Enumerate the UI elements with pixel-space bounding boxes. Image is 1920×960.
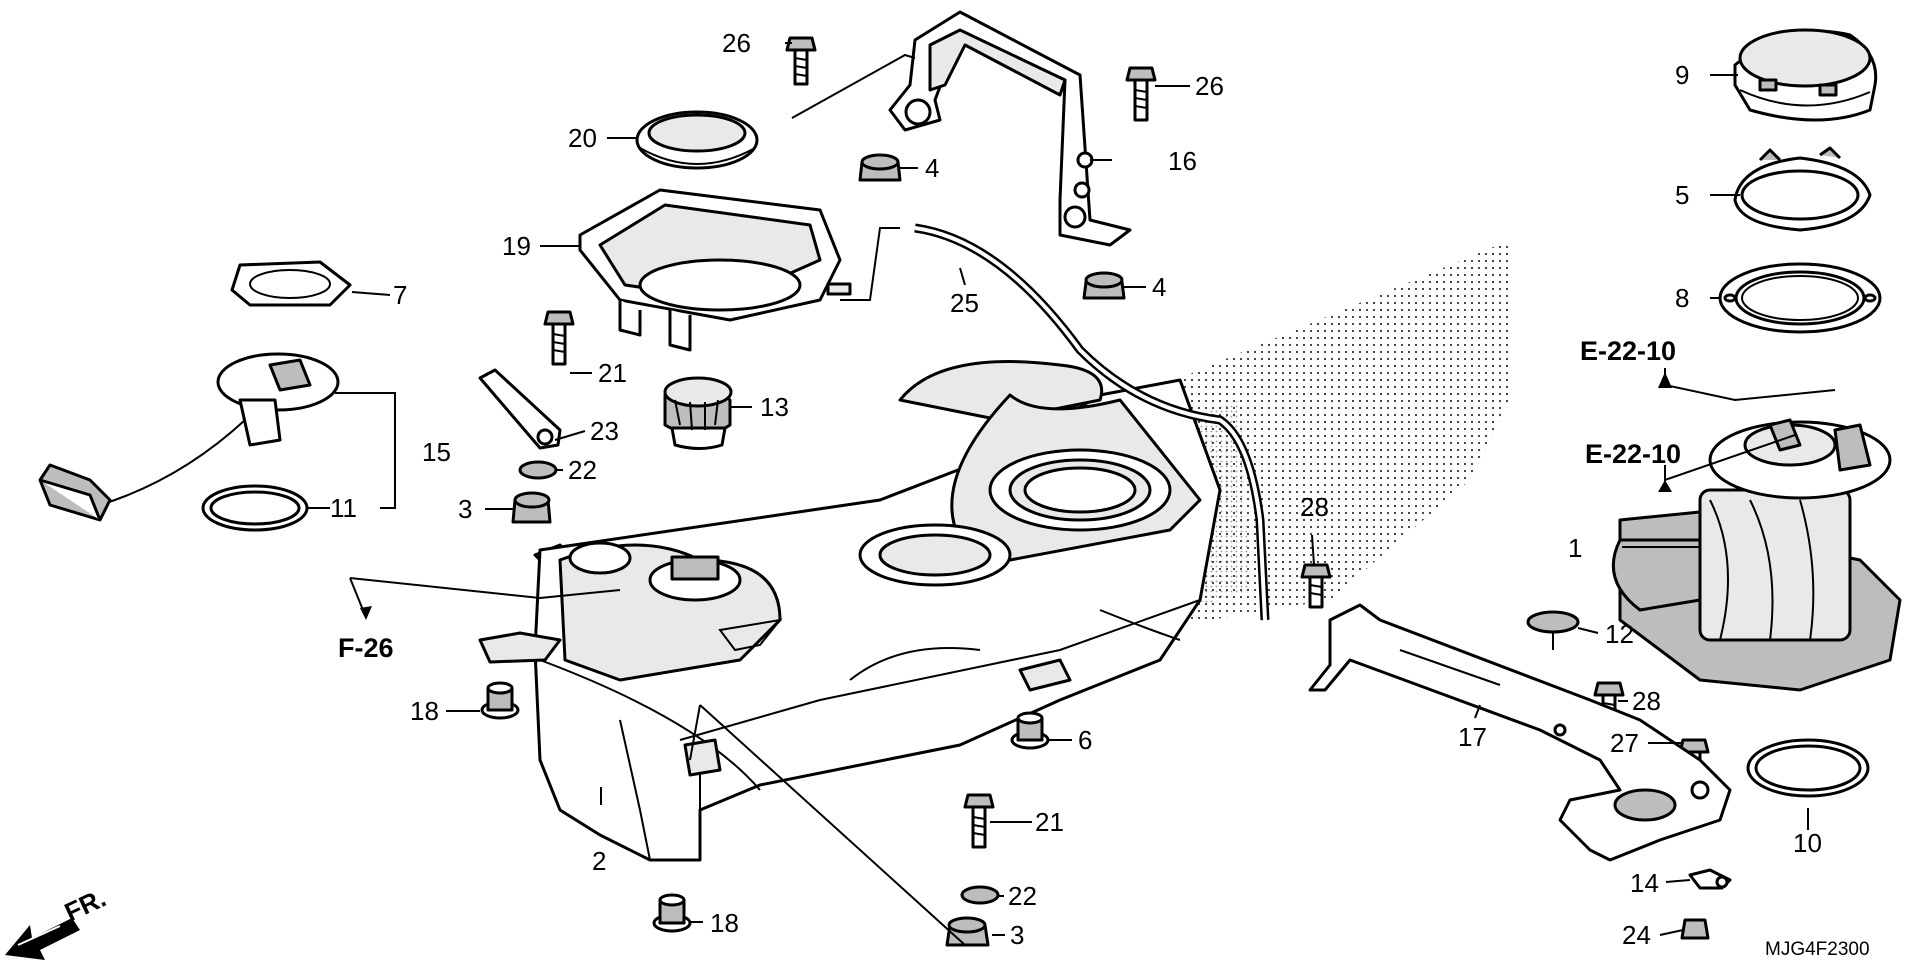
callout-21a: 21 — [598, 358, 627, 388]
seal-ring-part-8 — [1718, 262, 1882, 334]
fuel-level-sender-part-15 — [38, 352, 340, 522]
callout-labels: 1 2 3 3 4 4 5 6 7 8 9 10 11 12 13 14 15 … — [330, 28, 1822, 950]
reference-e-22-10-lower: E-22-10 — [1585, 439, 1681, 469]
callout-7: 7 — [393, 280, 407, 310]
callout-3a: 3 — [458, 494, 472, 524]
bolt-part-21b — [963, 793, 995, 849]
strap-part-23 — [478, 368, 562, 450]
bracket-part-17 — [1308, 603, 1732, 862]
pump-cover-part-9 — [1733, 28, 1878, 122]
callout-24: 24 — [1622, 920, 1651, 950]
callout-27: 27 — [1610, 728, 1639, 758]
collar-part-18b — [652, 893, 692, 933]
callout-14: 14 — [1630, 868, 1659, 898]
callout-4b: 4 — [1152, 272, 1166, 302]
fuel-pump-part-1 — [1611, 418, 1902, 692]
clip-part-12 — [1526, 610, 1580, 650]
lock-ring-part-5 — [1733, 146, 1872, 232]
callout-26a: 26 — [722, 28, 751, 58]
callout-21b: 21 — [1035, 807, 1064, 837]
callout-28b: 28 — [1632, 686, 1661, 716]
callout-12: 12 — [1605, 619, 1634, 649]
callout-22a: 22 — [568, 455, 597, 485]
grommet-part-3b — [945, 916, 990, 947]
callout-23: 23 — [590, 416, 619, 446]
fuel-tank-part-2 — [478, 360, 1222, 862]
bolt-part-21a — [543, 310, 575, 366]
callout-28a: 28 — [1300, 492, 1329, 522]
grommet-part-3a — [511, 491, 552, 524]
collar-part-6 — [1010, 711, 1050, 750]
callout-11: 11 — [330, 493, 357, 523]
ring-part-20 — [635, 110, 759, 170]
bolt-part-26a — [785, 36, 817, 86]
callout-13: 13 — [760, 392, 789, 422]
gasket-part-11 — [201, 484, 309, 532]
leader-lines — [307, 42, 1836, 946]
diagram-code: MJG4F2300 — [1765, 939, 1870, 960]
callout-15: 15 — [422, 437, 451, 467]
clamp-part-14 — [1688, 868, 1732, 890]
grommet-part-4a — [858, 153, 902, 182]
reference-f-26: F-26 — [338, 633, 394, 663]
callout-20: 20 — [568, 123, 597, 153]
callout-17: 17 — [1458, 722, 1487, 752]
fuel-cap-part-13 — [663, 376, 733, 450]
callout-10: 10 — [1793, 828, 1822, 858]
callout-9: 9 — [1675, 60, 1689, 90]
front-arrow-icon — [5, 918, 80, 960]
callout-6: 6 — [1078, 725, 1092, 755]
callout-16: 16 — [1168, 146, 1197, 176]
collar-part-18a — [480, 681, 520, 720]
reference-e-22-10-upper: E-22-10 — [1580, 336, 1676, 366]
callout-22b: 22 — [1008, 881, 1037, 911]
callout-25: 25 — [950, 288, 979, 318]
callout-4a: 4 — [925, 153, 939, 183]
washer-part-22b — [960, 885, 1000, 905]
callout-18b: 18 — [710, 908, 739, 938]
bolt-part-26b — [1125, 66, 1157, 122]
grommet-part-4b — [1082, 271, 1126, 300]
callout-8: 8 — [1675, 283, 1689, 313]
nut-part-24 — [1680, 918, 1710, 940]
callout-26b: 26 — [1195, 71, 1224, 101]
callout-19: 19 — [502, 231, 531, 261]
canister-tray-part-19 — [578, 188, 852, 352]
callout-18a: 18 — [410, 696, 439, 726]
plate-part-7 — [230, 260, 352, 307]
callout-2: 2 — [592, 846, 606, 876]
callout-3b: 3 — [1010, 920, 1024, 950]
bolt-part-28a — [1300, 563, 1332, 609]
gasket-part-10 — [1746, 738, 1870, 798]
callout-5: 5 — [1675, 180, 1689, 210]
callout-1: 1 — [1568, 533, 1582, 563]
bracket-part-16 — [888, 10, 1132, 247]
washer-part-22a — [518, 460, 558, 480]
